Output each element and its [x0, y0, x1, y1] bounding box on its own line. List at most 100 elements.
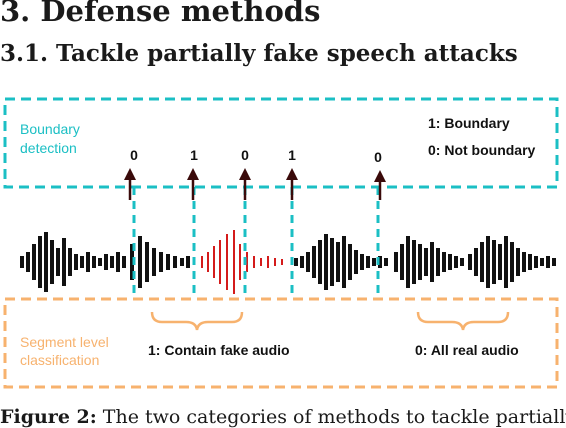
- real-waveform-bar: [32, 244, 36, 280]
- fake-waveform-bar: [239, 244, 241, 280]
- real-waveform-bar: [50, 240, 54, 284]
- real-waveform-bar: [186, 256, 190, 268]
- real-waveform-bar: [474, 248, 478, 276]
- real-waveform-bar: [86, 252, 90, 272]
- real-waveform-bar: [378, 256, 382, 268]
- segment-box-label-line1: Segment level: [20, 334, 109, 350]
- real-waveform-bar: [516, 248, 520, 276]
- real-waveform-bar: [384, 258, 388, 266]
- boundary-arrow: [124, 168, 136, 200]
- fake-waveform-bar: [267, 256, 269, 268]
- real-waveform-bar: [510, 242, 514, 282]
- boundary-marker-1: 0: [130, 147, 138, 163]
- real-waveform-bar: [173, 256, 177, 268]
- fake-waveform-bar: [274, 258, 276, 266]
- figure-caption: Figure 2: The two categories of methods …: [0, 406, 566, 428]
- real-waveform-bar: [180, 258, 184, 266]
- real-waveform-bar: [324, 234, 328, 290]
- real-waveform-bar: [138, 236, 142, 288]
- real-waveform-bar: [68, 248, 72, 276]
- real-waveform-bar: [62, 238, 66, 286]
- boundary-marker-5: 0: [374, 149, 382, 165]
- fake-waveform-bar: [246, 252, 248, 272]
- segment-fake-label: 1: Contain fake audio: [148, 342, 290, 358]
- real-waveform-bar: [406, 236, 410, 288]
- real-waveform-bar: [498, 244, 502, 280]
- real-waveform-bar: [424, 248, 428, 276]
- real-waveform-bar: [38, 236, 42, 288]
- real-waveform-bar: [44, 232, 48, 292]
- real-waveform-bar: [300, 256, 304, 268]
- real-waveform-bar: [504, 236, 508, 288]
- section-heading: 3. Defense methods: [0, 0, 321, 28]
- real-waveform-bar: [492, 240, 496, 284]
- legend-not-boundary: 0: Not boundary: [428, 142, 536, 158]
- fake-waveform-bar: [219, 240, 221, 284]
- segment-fake-brace: [150, 311, 244, 331]
- real-waveform-bar: [26, 252, 30, 272]
- boundary-arrow: [239, 168, 251, 200]
- real-waveform-bar: [348, 244, 352, 280]
- boundary-box-label-line2: detection: [20, 140, 77, 156]
- real-waveform-bar: [130, 244, 134, 280]
- real-waveform-bar: [110, 256, 114, 268]
- boundary-guide-lines: [132, 187, 380, 299]
- real-waveform-bar: [145, 242, 149, 282]
- real-waveform-bar: [418, 244, 422, 280]
- real-waveform-bar: [454, 256, 458, 268]
- real-waveform-bar: [122, 256, 126, 268]
- boundary-arrow: [286, 168, 298, 200]
- real-waveform-bar: [468, 254, 472, 270]
- real-waveform-bar: [92, 256, 96, 268]
- real-waveform-bar: [354, 250, 358, 274]
- segment-real-label: 0: All real audio: [415, 342, 519, 358]
- real-waveform-bar: [534, 256, 538, 268]
- real-waveform-bar: [98, 258, 102, 266]
- boundary-marker-3: 0: [241, 147, 249, 163]
- boundary-arrows: [124, 168, 386, 200]
- real-waveform-bar: [442, 252, 446, 272]
- fake-waveform-bar: [260, 258, 262, 266]
- real-waveform-bar: [306, 252, 310, 272]
- real-waveform-bar: [152, 248, 156, 276]
- segment-classification-box: [3, 297, 559, 389]
- real-waveform-bar: [74, 254, 78, 270]
- real-waveform-bar: [20, 256, 24, 268]
- speech-waveform: [20, 230, 556, 294]
- real-waveform-bar: [116, 252, 120, 272]
- boundary-box-label-line1: Boundary: [20, 121, 80, 137]
- real-waveform-bar: [159, 252, 163, 272]
- fake-waveform-bar: [233, 230, 235, 294]
- real-waveform-bar: [480, 242, 484, 282]
- subsection-heading: 3.1. Tackle partially fake speech attack…: [0, 40, 518, 67]
- real-waveform-bar: [394, 252, 398, 272]
- real-waveform-bar: [486, 236, 490, 288]
- real-waveform-bar: [342, 236, 346, 288]
- legend-boundary: 1: Boundary: [428, 115, 510, 131]
- segment-box-label-line2: classification: [20, 352, 99, 368]
- real-waveform-bar: [330, 238, 334, 286]
- fake-waveform-bar: [207, 252, 209, 272]
- real-waveform-bar: [540, 258, 544, 266]
- real-waveform-bar: [448, 254, 452, 270]
- segment-real-brace: [416, 311, 510, 331]
- real-waveform-bar: [312, 246, 316, 278]
- boundary-detection-box: [3, 97, 559, 189]
- real-waveform-bar: [336, 242, 340, 282]
- real-waveform-bar: [104, 254, 108, 270]
- fake-waveform-bar: [201, 256, 203, 268]
- real-waveform-bar: [294, 258, 298, 266]
- boundary-marker-4: 1: [288, 147, 296, 163]
- real-waveform-bar: [430, 242, 434, 282]
- fake-waveform-bar: [253, 256, 255, 268]
- real-waveform-bar: [80, 256, 84, 268]
- real-waveform-bar: [552, 258, 556, 266]
- boundary-marker-2: 1: [190, 147, 198, 163]
- real-waveform-bar: [56, 248, 60, 276]
- real-waveform-bar: [460, 258, 464, 266]
- real-waveform-bar: [318, 240, 322, 284]
- real-waveform-bar: [522, 252, 526, 272]
- fake-waveform-bar: [281, 259, 283, 265]
- real-waveform-bar: [400, 244, 404, 280]
